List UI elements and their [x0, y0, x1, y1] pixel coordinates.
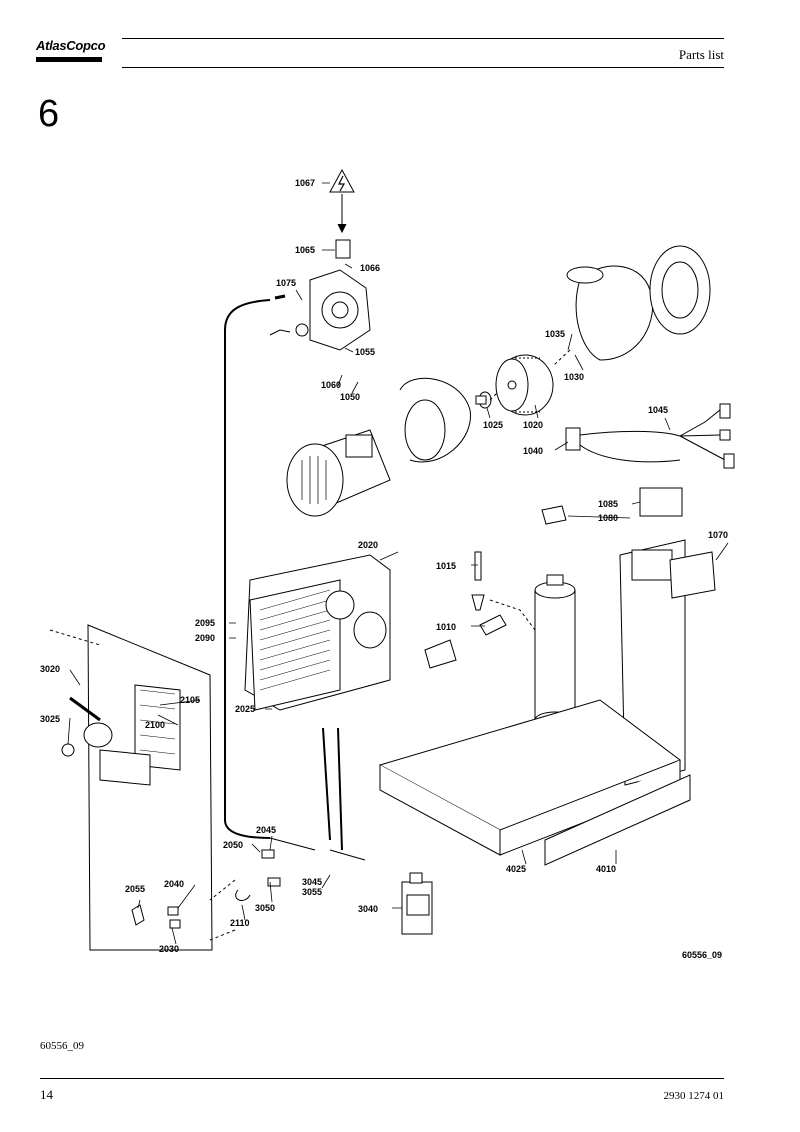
callout-2090: 2090 [195, 633, 215, 643]
header-title: Parts list [678, 47, 724, 62]
wiring-harness [565, 403, 735, 469]
callout-1066: 1066 [360, 263, 380, 273]
callout-2025: 2025 [235, 704, 255, 714]
fan-motor [286, 377, 471, 517]
callout-3050: 3050 [255, 903, 275, 913]
oil-bottle [401, 872, 433, 935]
callout-1015: 1015 [436, 561, 456, 571]
figure-code-label: 60556_09 [682, 950, 722, 960]
callout-1020: 1020 [523, 420, 543, 430]
callout-1067: 1067 [295, 178, 315, 188]
side-panel [619, 539, 716, 786]
callout-1075: 1075 [276, 278, 296, 288]
callout-3040: 3040 [358, 904, 378, 914]
callout-3020: 3020 [40, 664, 60, 674]
callout-1025: 1025 [483, 420, 503, 430]
callout-2040: 2040 [164, 879, 184, 889]
atlas-copco-logo: AtlasCopco [36, 36, 106, 70]
callout-1060: 1060 [321, 380, 341, 390]
controller-display [669, 551, 716, 599]
callout-4010: 4010 [596, 864, 616, 874]
callout-2100: 2100 [145, 720, 165, 730]
header-rule-bottom [122, 67, 724, 68]
ball-valve [61, 696, 113, 757]
fan-shroud [566, 245, 711, 361]
data-plate [639, 487, 683, 517]
callout-1065: 1065 [295, 245, 315, 255]
callout-2105: 2105 [180, 695, 200, 705]
valve-assembly [269, 269, 371, 351]
fan-wheel [495, 354, 554, 416]
label-strip [541, 505, 567, 525]
drain-valve [424, 551, 507, 669]
footer-rule [40, 1078, 724, 1079]
callout-1045: 1045 [648, 405, 668, 415]
callout-2050: 2050 [223, 840, 243, 850]
callout-3045: 3045 [302, 877, 322, 887]
solenoid-coil [335, 239, 351, 259]
base-cover [544, 774, 691, 866]
logo-bar [36, 57, 102, 62]
callout-2030: 2030 [159, 944, 179, 954]
callout-2110: 2110 [230, 918, 250, 928]
document-number: 2930 1274 01 [663, 1090, 725, 1102]
callout-1010: 1010 [436, 622, 456, 632]
callout-1040: 1040 [523, 446, 543, 456]
callout-2045: 2045 [256, 825, 276, 835]
figure-code: 60556_09 [40, 1040, 84, 1052]
callout-1080: 1080 [598, 513, 618, 523]
callout-1055: 1055 [355, 347, 375, 357]
fittings [131, 849, 281, 929]
callout-1085: 1085 [598, 499, 618, 509]
fan-hub [475, 391, 492, 409]
callout-2095: 2095 [195, 618, 215, 628]
condenser-unit [244, 554, 391, 711]
separator-vessel [534, 574, 576, 729]
warning-triangle-icon [329, 168, 355, 193]
callout-1030: 1030 [564, 372, 584, 382]
callout-2020: 2020 [358, 540, 378, 550]
front-panel [87, 624, 213, 951]
callout-3025: 3025 [40, 714, 60, 724]
section-number: 6 [38, 93, 60, 135]
callout-1070: 1070 [708, 530, 728, 540]
callout-1050: 1050 [340, 392, 360, 402]
header-rule-top [122, 38, 724, 39]
exploded-parts-drawing: 1067 1065 1066 1075 1055 1060 1050 1035 … [40, 168, 735, 960]
callout-3055: 3055 [302, 887, 322, 897]
callout-4025: 4025 [506, 864, 526, 874]
callout-1035: 1035 [545, 329, 565, 339]
callout-2055: 2055 [125, 884, 145, 894]
page-number: 14 [40, 1087, 53, 1102]
logo-wordmark: AtlasCopco [36, 38, 106, 53]
base-frame [378, 699, 691, 866]
